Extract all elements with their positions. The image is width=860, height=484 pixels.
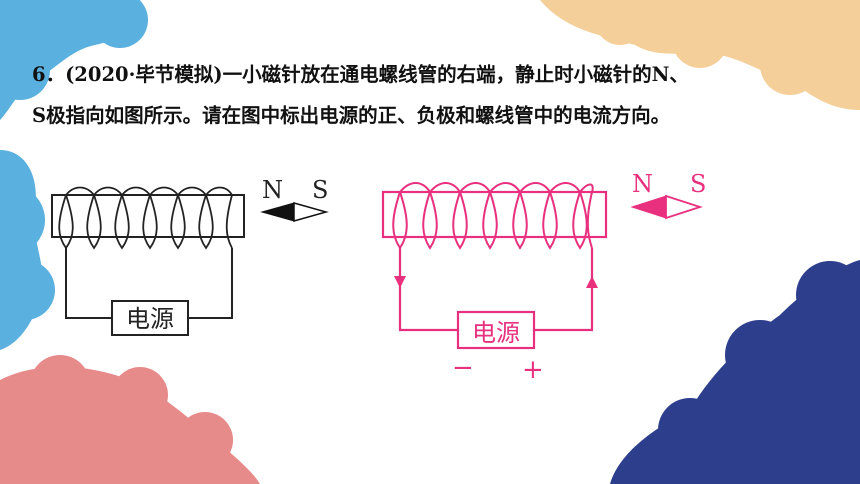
right-needle-south [665, 194, 703, 220]
question-line-2: S极指向如图所示。请在图中标出电源的正、负极和螺线管中的电流方向。 [32, 95, 832, 136]
right-power-box [456, 310, 536, 350]
left-needle-south [293, 202, 329, 222]
current-arrow-up-icon [586, 276, 598, 288]
right-figure [381, 182, 703, 350]
current-arrow-down-icon [394, 276, 406, 288]
left-wire [65, 248, 112, 319]
positive-terminal-label: + [522, 355, 544, 385]
question-text: 6．(2020·毕节模拟)一小磁针放在通电螺线管的右端，静止时小磁针的N、 S极… [32, 54, 832, 136]
question-line-1: 6．(2020·毕节模拟)一小磁针放在通电螺线管的右端，静止时小磁针的N、 [32, 54, 832, 95]
right-needle-north [630, 195, 667, 219]
question-line-1-body: 一小磁针放在通电螺线管的右端，静止时小磁针的N、 [222, 63, 689, 86]
right-needle-s-label: S [690, 170, 706, 198]
right-needle-n-label: N [632, 170, 653, 198]
left-needle-s-label: S [312, 176, 328, 204]
navy-cloud-bottom-right [610, 260, 860, 484]
blue-cloud-left [0, 0, 148, 350]
pink-cloud-bottom-left [0, 355, 260, 484]
left-figure [51, 186, 329, 336]
question-line-2-body: S极指向如图所示。请在图中标出电源的正、负极和螺线管中的电流方向。 [32, 104, 671, 127]
left-needle-north [260, 202, 295, 222]
question-source: (2020·毕节模拟) [65, 63, 223, 86]
question-number: 6． [32, 63, 66, 86]
right-wire-left [398, 248, 458, 332]
negative-terminal-label: − [452, 353, 474, 383]
left-wire-right [188, 248, 233, 319]
right-wire-right [534, 248, 594, 332]
left-power-box [111, 300, 189, 336]
right-power-label: 电源 [472, 319, 520, 347]
left-needle-n-label: N [262, 176, 283, 204]
peach-cloud-top-right [540, 0, 860, 110]
left-power-label: 电源 [126, 305, 174, 333]
